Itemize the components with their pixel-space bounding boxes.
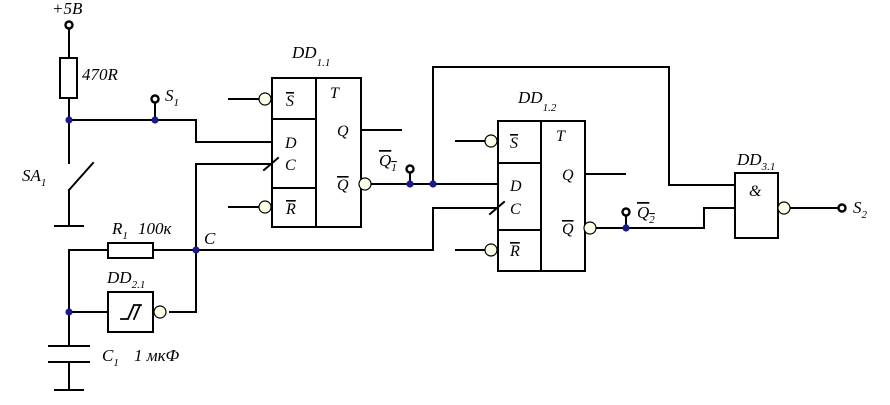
inversion-bubbles [153, 92, 791, 319]
q2-label: Q2 [637, 203, 655, 226]
r1-value: 100к [138, 219, 173, 238]
dd21-label: DD2.1 [106, 268, 145, 291]
dd12-pin-r: R [509, 243, 520, 260]
switch-label: SA1 [22, 166, 46, 189]
terminals [64, 20, 847, 217]
terminal-q1 [405, 164, 415, 174]
dd12-pin-qbar: Q [562, 221, 574, 238]
dd12-pin-d: D [509, 178, 522, 195]
dd11-label: DD1.1 [291, 43, 330, 69]
flipflop-dd1-2 [488, 120, 586, 272]
dd11-pin-r: R [285, 201, 296, 218]
dd31-label: DD3.1 [736, 150, 775, 173]
terminal-s2 [837, 203, 847, 213]
dd11-pin-s: S [286, 93, 294, 110]
dd12-pin-s: S [510, 135, 518, 152]
terminal-supply [64, 20, 74, 30]
resistor-470r-label: 470R [82, 65, 119, 84]
resistor-470r [59, 57, 78, 99]
dd12-label: DD1.2 [517, 88, 557, 114]
r1-label: R1 [111, 219, 128, 242]
supply-label: +5В [52, 0, 83, 18]
dd12-pin-t: T [556, 128, 566, 145]
dd11-pin-q: Q [337, 123, 349, 140]
junction-dots [65, 116, 630, 316]
c1-value: 1 мкФ [134, 346, 180, 365]
c1-label: C1 [102, 346, 119, 369]
flipflop-dd1-1 [262, 77, 362, 228]
terminal-q2 [621, 207, 631, 217]
resistor-r1 [107, 242, 154, 259]
dd11-pin-c: C [285, 157, 296, 174]
s2-label: S2 [853, 198, 868, 221]
dd11-pin-t: T [330, 85, 340, 102]
dd12-pin-q: Q [562, 167, 574, 184]
node-c-label: C [204, 229, 216, 248]
terminal-s1 [150, 94, 160, 104]
dd31-op: & [749, 183, 762, 200]
dd11-pin-qbar: Q [337, 177, 349, 194]
s1-label: S1 [165, 86, 179, 109]
wires [48, 27, 839, 391]
dd11-pin-d: D [284, 135, 297, 152]
q1-label: Q1 [379, 151, 397, 174]
schmitt-dd2-1 [107, 291, 154, 333]
dd12-pin-c: C [510, 201, 521, 218]
